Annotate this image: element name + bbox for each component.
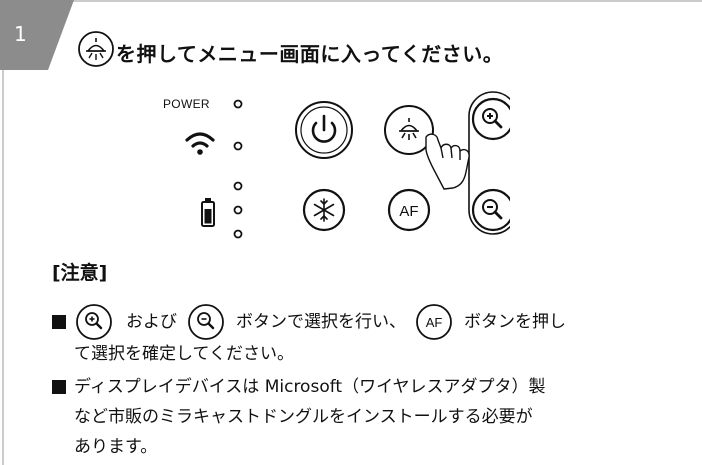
pointing-hand-icon xyxy=(425,133,470,190)
af-button-icon: AF xyxy=(416,304,452,340)
note2-line1: ディスプレイデバイスは Microsoft（ワイヤレスアダプタ）製 xyxy=(74,377,546,397)
step-number: 1 xyxy=(14,22,27,46)
led-indicators xyxy=(233,99,243,239)
note1-text-press: ボタンを押し xyxy=(464,312,566,332)
menu-lamp-icon xyxy=(78,31,114,67)
zoom-in-icon xyxy=(76,304,112,340)
power-button[interactable] xyxy=(295,101,353,159)
power-icon xyxy=(311,114,337,143)
note2-line3: あります。 xyxy=(74,437,158,457)
zoom-out-button[interactable] xyxy=(471,188,510,232)
bullet-square xyxy=(52,380,66,394)
freeze-button[interactable] xyxy=(302,188,346,232)
control-panel: AF xyxy=(185,91,510,239)
menu-button[interactable] xyxy=(384,105,434,155)
zoom-in-icon xyxy=(482,108,503,129)
af-button[interactable]: AF xyxy=(387,188,431,232)
zoom-in-button[interactable] xyxy=(471,97,510,141)
menu-lamp-icon xyxy=(399,118,419,140)
zoom-out-icon xyxy=(482,199,503,220)
note2-line2: など市販のミラキャストドングルをインストールする必要が xyxy=(74,407,533,427)
snowflake-icon xyxy=(313,198,335,222)
battery-icon xyxy=(201,198,215,227)
wifi-icon xyxy=(185,132,215,155)
note-title: [注意] xyxy=(52,262,108,284)
note1-text-and: および xyxy=(126,312,177,332)
svg-text:AF: AF xyxy=(426,315,443,330)
zoom-out-icon xyxy=(188,304,224,340)
step-tab xyxy=(0,0,74,70)
power-label: POWER xyxy=(163,97,210,111)
note1-line2: て選択を確定してください。 xyxy=(74,344,294,364)
step-heading: を押してメニュー画面に入ってください。 xyxy=(116,42,504,66)
bullet-square xyxy=(52,315,66,329)
note1-text-select: ボタンで選択を行い、 xyxy=(236,312,406,332)
af-button-label: AF xyxy=(399,203,418,220)
